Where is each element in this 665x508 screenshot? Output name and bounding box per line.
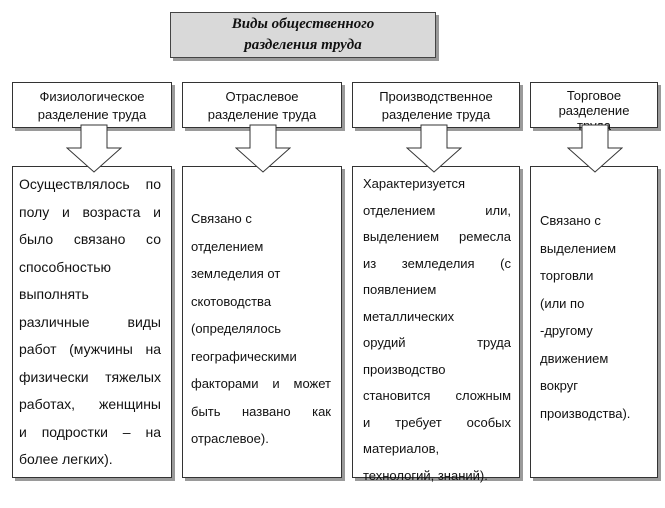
diagram-title-box: Виды общественного разделения труда [170, 12, 436, 58]
sectoral-line: Связано с [191, 211, 252, 226]
physiological-line: более легких). [19, 451, 113, 467]
physiological-line: способностью [19, 258, 112, 275]
physiological-line: и подростки – на [19, 423, 161, 440]
sectoral-line: (определялось [191, 321, 282, 336]
production-line: отделением или, [363, 202, 511, 218]
physiological-body-box: Осуществлялось по полу и возраста и было… [12, 166, 172, 478]
trade-line: вокруг [540, 378, 579, 393]
diagram-title-line-2: разделения труда [244, 37, 362, 53]
trade-line: производства). [540, 405, 631, 421]
trade-down-arrow-icon [567, 124, 623, 173]
physiological-line: было связано со [19, 231, 161, 247]
sectoral-header-box: Отраслевое разделение труда [182, 82, 342, 128]
physiological-header-line-2: разделение труда [37, 107, 147, 122]
sectoral-line: скотоводства [191, 293, 272, 309]
physiological-header-box: Физиологическое разделение труда [12, 82, 172, 128]
production-line: металлических [363, 308, 455, 324]
production-line: производство [363, 361, 446, 377]
physiological-line: работах, женщины [19, 396, 161, 412]
production-header-box: Производственное разделение труда [352, 82, 520, 128]
sectoral-body-box: Связано с отделением земледелия от ското… [182, 166, 342, 478]
sectoral-down-arrow-icon [235, 124, 291, 173]
production-line: материалов, [363, 441, 440, 456]
physiological-line: различные виды [19, 313, 161, 330]
trade-header-box: Торговое разделение труда [530, 82, 658, 133]
trade-header-line-2: разделение [558, 103, 630, 118]
sectoral-header-line-2: разделение труда [207, 107, 317, 122]
sectoral-line: отраслевое). [191, 431, 269, 446]
trade-body-box: Связано с выделением торговли (или по -д… [530, 166, 658, 478]
trade-line: движением [540, 350, 609, 366]
production-line: выделением ремесла [363, 229, 511, 244]
sectoral-header-line-1: Отраслевое [225, 89, 299, 104]
physiological-down-arrow-icon [66, 124, 122, 173]
production-body-box: Характеризуется отделением или, выделени… [352, 166, 520, 483]
production-line: Характеризуется [363, 176, 466, 191]
production-line: из земледелия (с [363, 255, 511, 271]
physiological-description: Осуществлялось по полу и возраста и было… [19, 171, 161, 474]
trade-line: выделением [540, 240, 617, 256]
physiological-header-line-1: Физиологическое [39, 89, 145, 104]
production-line: становится сложным [363, 388, 511, 403]
production-description: Характеризуется отделением или, выделени… [363, 171, 511, 489]
physiological-line: полу и возраста и [19, 203, 161, 220]
production-header-line-1: Производственное [379, 89, 493, 104]
production-line: орудий труда [363, 335, 511, 350]
sectoral-line: отделением [191, 238, 264, 254]
sectoral-description: Связано с отделением земледелия от ското… [191, 205, 331, 453]
physiological-line: физически тяжелых [19, 368, 161, 385]
production-header-line-2: разделение труда [381, 107, 491, 122]
production-down-arrow-icon [406, 124, 462, 173]
trade-line: Связано с [540, 213, 601, 228]
trade-header-line-1: Торговое [566, 88, 622, 103]
trade-line: (или по [540, 295, 585, 311]
physiological-line: Осуществлялось по [19, 176, 161, 192]
trade-description: Связано с выделением торговли (или по -д… [540, 207, 652, 427]
physiological-line: работ (мужчины на [19, 341, 161, 357]
diagram-title-line-1: Виды общественного [231, 16, 375, 32]
production-line: и требует особых [363, 414, 511, 430]
production-line: технологий, знаний). [363, 467, 488, 483]
trade-line: -другому [540, 323, 593, 338]
sectoral-line: географическими [191, 348, 297, 364]
production-line: появлением [363, 282, 437, 297]
physiological-line: выполнять [19, 286, 89, 302]
sectoral-line: земледелия от [191, 266, 281, 281]
sectoral-line: факторами и может [191, 376, 331, 391]
sectoral-line: быть названо как [191, 403, 331, 419]
trade-line: торговли [540, 268, 594, 283]
